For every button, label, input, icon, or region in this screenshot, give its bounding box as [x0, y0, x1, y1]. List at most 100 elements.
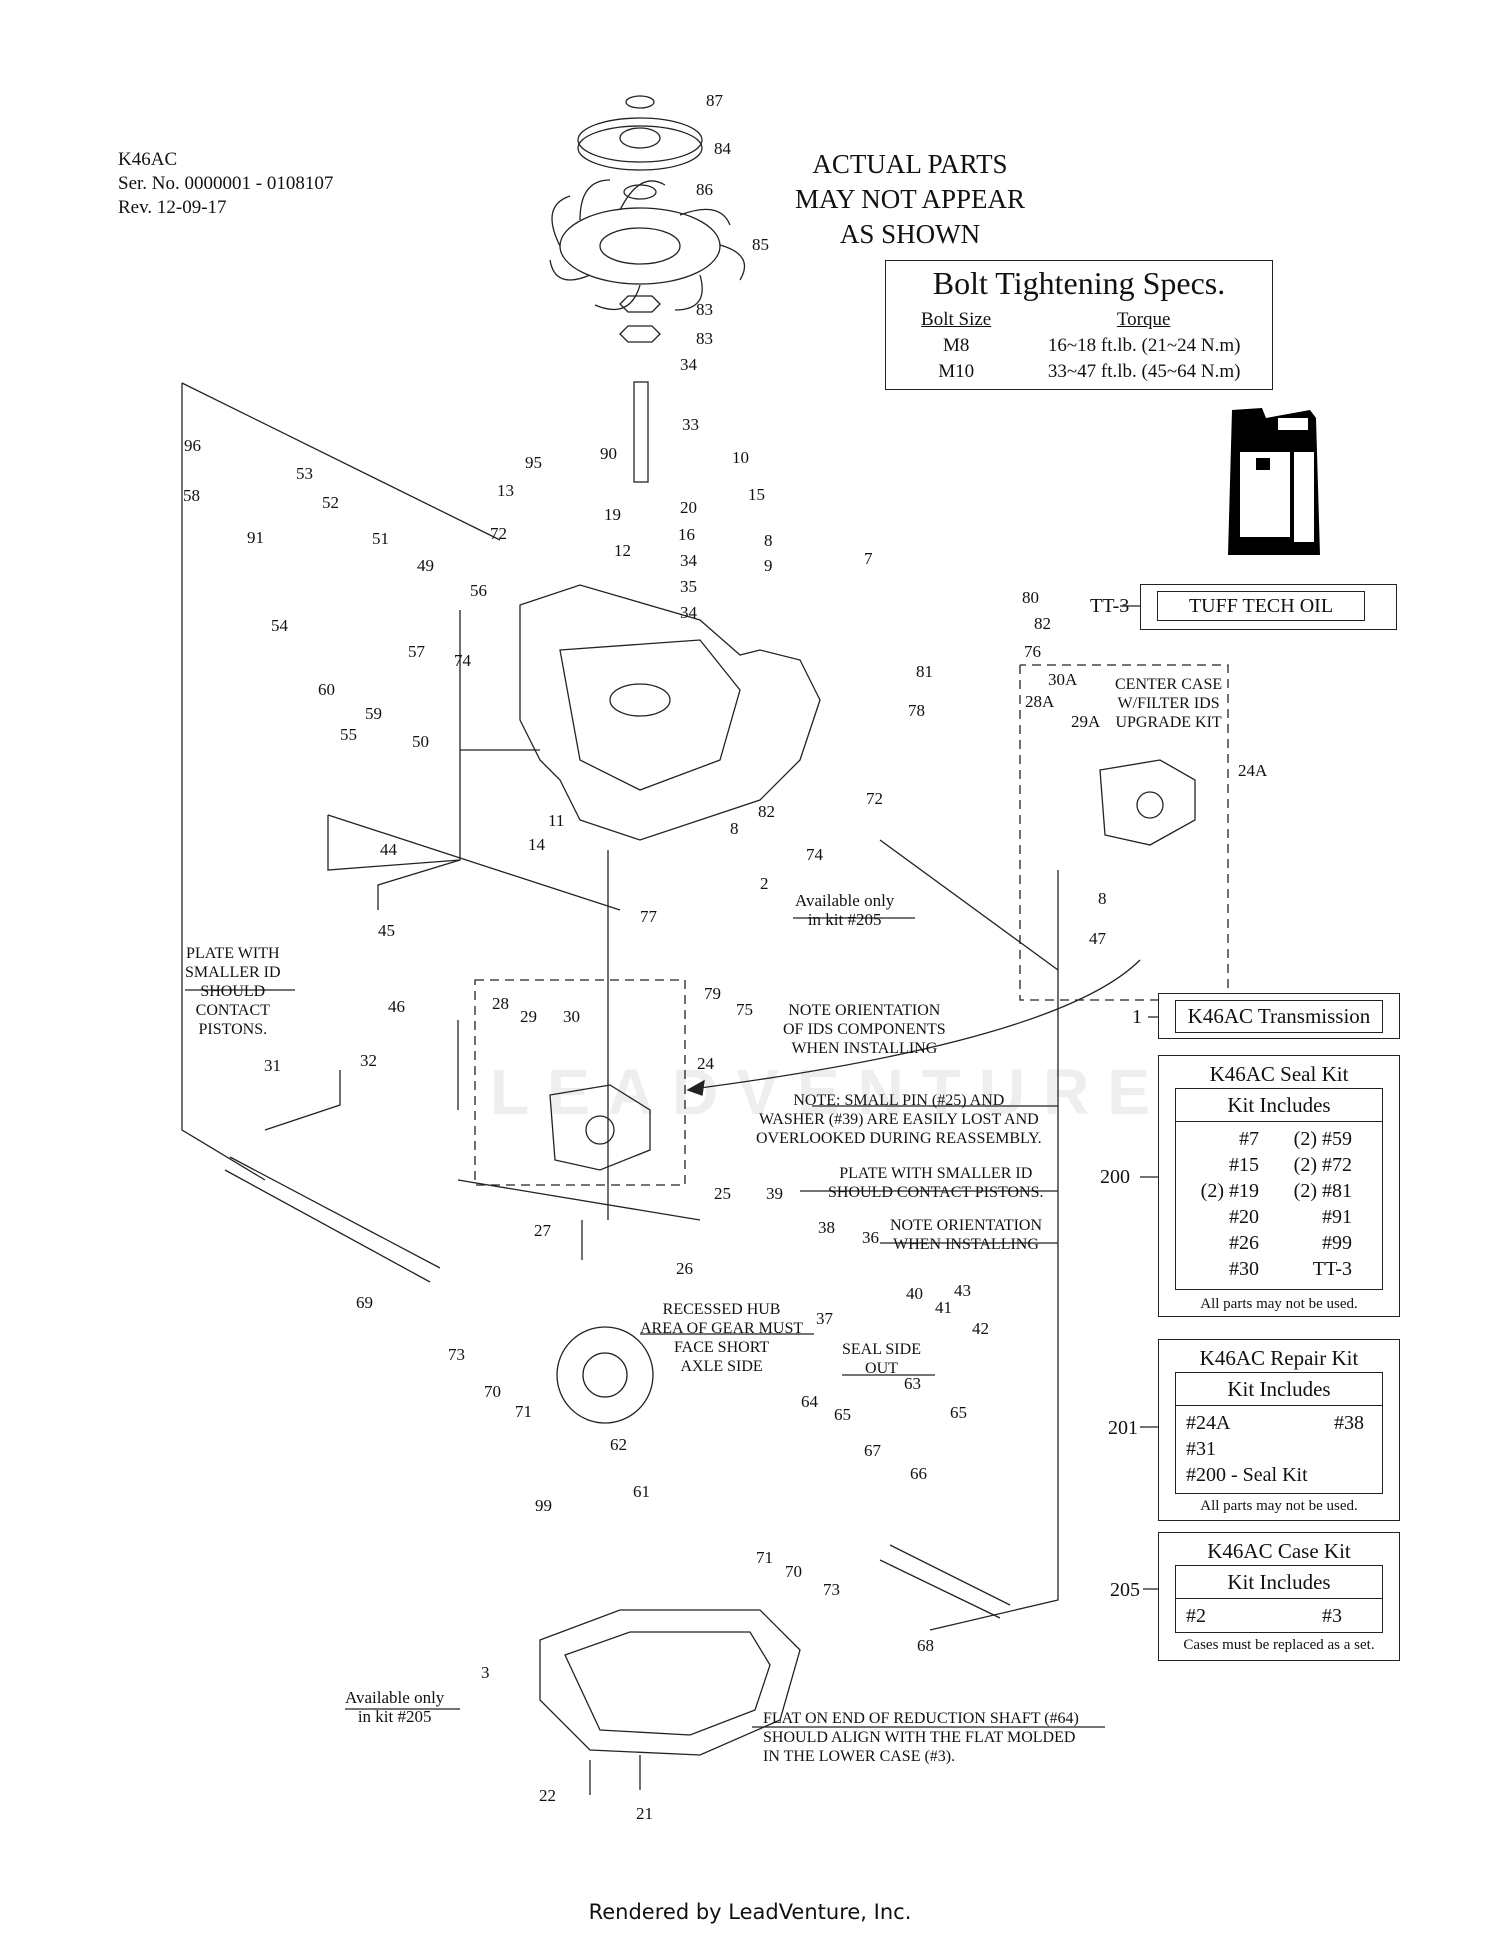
part-callout-30[interactable]: 30: [563, 1007, 580, 1026]
part-callout-74[interactable]: 74: [806, 845, 823, 864]
part-callout-91[interactable]: 91: [247, 528, 264, 547]
part-callout-70[interactable]: 70: [785, 1562, 802, 1581]
seal-kit-box[interactable]: K46AC Seal Kit Kit Includes #7(2) #59 #1…: [1158, 1055, 1400, 1317]
part-callout-19[interactable]: 19: [604, 505, 621, 524]
part-callout-77[interactable]: 77: [640, 907, 657, 926]
oil-box[interactable]: TUFF TECH OIL: [1140, 584, 1397, 630]
part-callout-13[interactable]: 13: [497, 481, 514, 500]
part-callout-10[interactable]: 10: [732, 448, 749, 467]
part-callout-22[interactable]: 22: [539, 1786, 556, 1805]
part-callout-62[interactable]: 62: [610, 1435, 627, 1454]
part-callout-44[interactable]: 44: [380, 840, 397, 859]
part-callout-16[interactable]: 16: [678, 525, 695, 544]
part-callout-87[interactable]: 87: [706, 91, 723, 110]
part-callout-67[interactable]: 67: [864, 1441, 881, 1460]
part-callout-54[interactable]: 54: [271, 616, 288, 635]
part-callout-80[interactable]: 80: [1022, 588, 1039, 607]
part-callout-33[interactable]: 33: [682, 415, 699, 434]
part-callout-38[interactable]: 38: [818, 1218, 835, 1237]
part-callout-76[interactable]: 76: [1024, 642, 1041, 661]
part-callout-2[interactable]: 2: [760, 874, 769, 893]
part-callout-12[interactable]: 12: [614, 541, 631, 560]
part-callout-26[interactable]: 26: [676, 1259, 693, 1278]
part-callout-82[interactable]: 82: [758, 802, 775, 821]
part-callout-96[interactable]: 96: [184, 436, 201, 455]
part-callout-70[interactable]: 70: [484, 1382, 501, 1401]
part-callout-28A[interactable]: 28A: [1025, 692, 1055, 711]
part-callout-36[interactable]: 36: [862, 1228, 879, 1247]
part-callout-66[interactable]: 66: [910, 1464, 927, 1483]
part-callout-73[interactable]: 73: [448, 1345, 465, 1364]
part-callout-57[interactable]: 57: [408, 642, 425, 661]
part-callout-8[interactable]: 8: [730, 819, 739, 838]
part-callout-73[interactable]: 73: [823, 1580, 840, 1599]
part-callout-24A[interactable]: 24A: [1238, 761, 1268, 780]
part-callout-20[interactable]: 20: [680, 498, 697, 517]
repair-kit-box[interactable]: K46AC Repair Kit Kit Includes #24A#38 #3…: [1158, 1339, 1400, 1521]
part-callout-40[interactable]: 40: [906, 1284, 923, 1303]
part-callout-41[interactable]: 41: [935, 1298, 952, 1317]
part-callout-84[interactable]: 84: [714, 139, 731, 158]
part-callout-83[interactable]: 83: [696, 329, 713, 348]
part-callout-24[interactable]: 24: [697, 1054, 714, 1073]
part-callout-8[interactable]: 8: [1098, 889, 1107, 908]
part-callout-86[interactable]: 86: [696, 180, 713, 199]
part-callout-72[interactable]: 72: [866, 789, 883, 808]
part-callout-78[interactable]: 78: [908, 701, 925, 720]
part-callout-50[interactable]: 50: [412, 732, 429, 751]
part-callout-34[interactable]: 34: [680, 355, 697, 374]
part-callout-52[interactable]: 52: [322, 493, 339, 512]
part-callout-43[interactable]: 43: [954, 1281, 971, 1300]
part-callout-59[interactable]: 59: [365, 704, 382, 723]
part-callout-71[interactable]: 71: [756, 1548, 773, 1567]
part-callout-7[interactable]: 7: [864, 549, 873, 568]
part-callout-85[interactable]: 85: [752, 235, 769, 254]
part-callout-58[interactable]: 58: [183, 486, 200, 505]
part-callout-69[interactable]: 69: [356, 1293, 373, 1312]
part-callout-79[interactable]: 79: [704, 984, 721, 1003]
part-callout-71[interactable]: 71: [515, 1402, 532, 1421]
part-callout-27[interactable]: 27: [534, 1221, 551, 1240]
part-callout-21[interactable]: 21: [636, 1804, 653, 1823]
part-callout-45[interactable]: 45: [378, 921, 395, 940]
part-callout-74[interactable]: 74: [454, 651, 471, 670]
part-callout-90[interactable]: 90: [600, 444, 617, 463]
part-callout-83[interactable]: 83: [696, 300, 713, 319]
part-callout-81[interactable]: 81: [916, 662, 933, 681]
part-callout-11[interactable]: 11: [548, 811, 565, 830]
part-callout-35[interactable]: 35: [680, 577, 697, 596]
part-callout-55[interactable]: 55: [340, 725, 357, 744]
part-callout-14[interactable]: 14: [528, 835, 545, 854]
transmission-box[interactable]: K46AC Transmission: [1158, 993, 1400, 1039]
part-callout-29[interactable]: 29: [520, 1007, 537, 1026]
part-callout-75[interactable]: 75: [736, 1000, 753, 1019]
part-callout-39[interactable]: 39: [766, 1184, 783, 1203]
part-callout-49[interactable]: 49: [417, 556, 434, 575]
part-callout-37[interactable]: 37: [816, 1309, 833, 1328]
part-callout-64[interactable]: 64: [801, 1392, 818, 1411]
part-callout-9[interactable]: 9: [764, 556, 773, 575]
part-callout-47[interactable]: 47: [1089, 929, 1106, 948]
part-callout-46[interactable]: 46: [388, 997, 405, 1016]
part-callout-95[interactable]: 95: [525, 453, 542, 472]
part-callout-72[interactable]: 72: [490, 524, 507, 543]
part-callout-63[interactable]: 63: [904, 1374, 921, 1393]
part-callout-15[interactable]: 15: [748, 485, 765, 504]
part-callout-51[interactable]: 51: [372, 529, 389, 548]
part-callout-65[interactable]: 65: [950, 1403, 967, 1422]
part-callout-32[interactable]: 32: [360, 1051, 377, 1070]
part-callout-34[interactable]: 34: [680, 603, 697, 622]
part-callout-56[interactable]: 56: [470, 581, 487, 600]
part-callout-82[interactable]: 82: [1034, 614, 1051, 633]
part-callout-53[interactable]: 53: [296, 464, 313, 483]
part-callout-68[interactable]: 68: [917, 1636, 934, 1655]
part-callout-42[interactable]: 42: [972, 1319, 989, 1338]
part-callout-99[interactable]: 99: [535, 1496, 552, 1515]
part-callout-34[interactable]: 34: [680, 551, 697, 570]
part-callout-29A[interactable]: 29A: [1071, 712, 1101, 731]
part-callout-30A[interactable]: 30A: [1048, 670, 1078, 689]
part-callout-8[interactable]: 8: [764, 531, 773, 550]
case-kit-box[interactable]: K46AC Case Kit Kit Includes #2#3 Cases m…: [1158, 1532, 1400, 1661]
part-callout-25[interactable]: 25: [714, 1184, 731, 1203]
part-callout-65[interactable]: 65: [834, 1405, 851, 1424]
